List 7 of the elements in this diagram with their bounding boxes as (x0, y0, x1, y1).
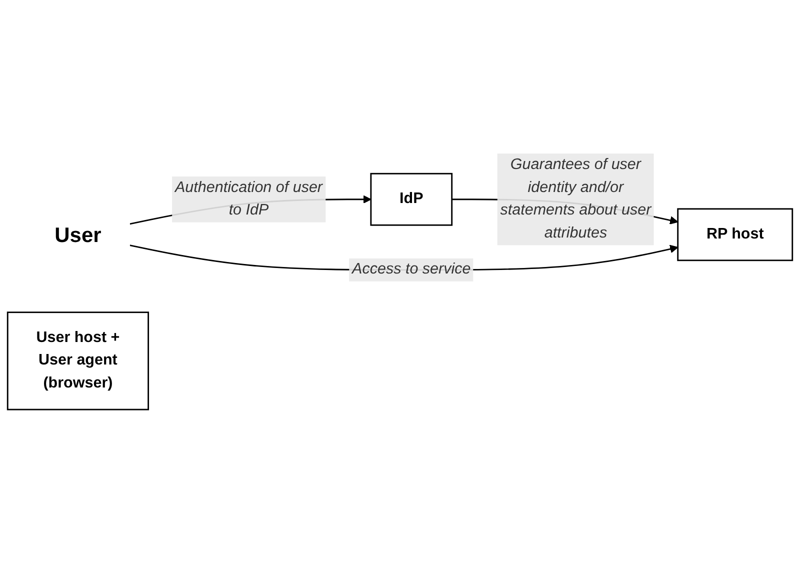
node-box: IdP (370, 173, 453, 226)
node-box: RP host (677, 208, 794, 262)
edge-label: Guarantees of user identity and/or statements about user attributes (500, 156, 652, 242)
node-box: User host + User agent (browser) (6, 312, 150, 411)
node-text: User (54, 223, 102, 247)
edge-label: Authentication of user to IdP (174, 180, 323, 219)
edge-label: Access to service (352, 262, 471, 278)
